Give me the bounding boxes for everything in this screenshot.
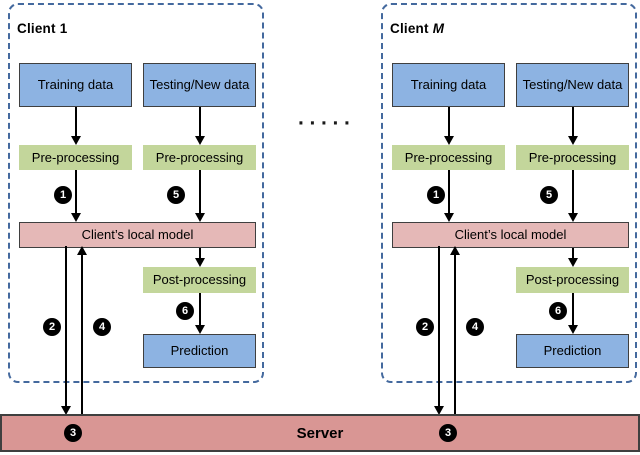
postprocessing-box: Post-processing [143, 267, 256, 293]
step-badge-1: 1 [427, 186, 445, 204]
client-title-prefix: Client [17, 21, 56, 36]
local-model-box: Client’s local model [392, 222, 629, 248]
step-badge-6: 6 [549, 302, 567, 320]
step-badge-4: 4 [93, 318, 111, 336]
server-bar: Server [0, 414, 640, 452]
arrow-postprocessing-to-prediction [195, 293, 205, 334]
step-badge-2: 2 [416, 318, 434, 336]
arrow-model-to-postprocessing [568, 248, 578, 267]
arrow-training-to-preprocessing [444, 107, 454, 145]
arrow-server-to-model [77, 246, 87, 414]
local-model-box: Client’s local model [19, 222, 256, 248]
step-badge-6: 6 [176, 302, 194, 320]
preprocessing-train-box: Pre-processing [392, 145, 505, 170]
step-badge-4: 4 [466, 318, 484, 336]
step-badge-3-left: 3 [64, 424, 82, 442]
prediction-box: Prediction [143, 334, 256, 368]
arrow-model-to-postprocessing [195, 248, 205, 267]
arrow-training-to-preprocessing [71, 107, 81, 145]
arrow-server-to-model [450, 246, 460, 414]
prediction-box: Prediction [516, 334, 629, 368]
step-badge-1: 1 [54, 186, 72, 204]
preprocessing-test-box: Pre-processing [143, 145, 256, 170]
arrow-preprocessing-train-to-model [71, 170, 81, 222]
step-badge-5: 5 [167, 186, 185, 204]
arrow-preprocessing-test-to-model [195, 170, 205, 222]
preprocessing-test-box: Pre-processing [516, 145, 629, 170]
arrow-model-to-server [61, 246, 71, 415]
testing-new-data-box: Testing/New data [143, 63, 256, 107]
arrow-preprocessing-train-to-model [444, 170, 454, 222]
arrow-postprocessing-to-prediction [568, 293, 578, 334]
arrow-preprocessing-test-to-model [568, 170, 578, 222]
ellipsis-dots: ····· [298, 112, 356, 135]
postprocessing-box: Post-processing [516, 267, 629, 293]
client-title-prefix: Client [390, 21, 429, 36]
arrow-model-to-server [434, 246, 444, 415]
step-badge-2: 2 [43, 318, 61, 336]
arrow-testing-to-preprocessing [568, 107, 578, 145]
preprocessing-train-box: Pre-processing [19, 145, 132, 170]
step-badge-5: 5 [540, 186, 558, 204]
client-title-suffix: 1 [59, 21, 68, 36]
server-label: Server [296, 424, 344, 442]
step-badge-3-right: 3 [439, 424, 457, 442]
training-data-box: Training data [19, 63, 132, 107]
arrow-testing-to-preprocessing [195, 107, 205, 145]
training-data-box: Training data [392, 63, 505, 107]
testing-new-data-box: Testing/New data [516, 63, 629, 107]
client-title-suffix: M [432, 21, 445, 36]
